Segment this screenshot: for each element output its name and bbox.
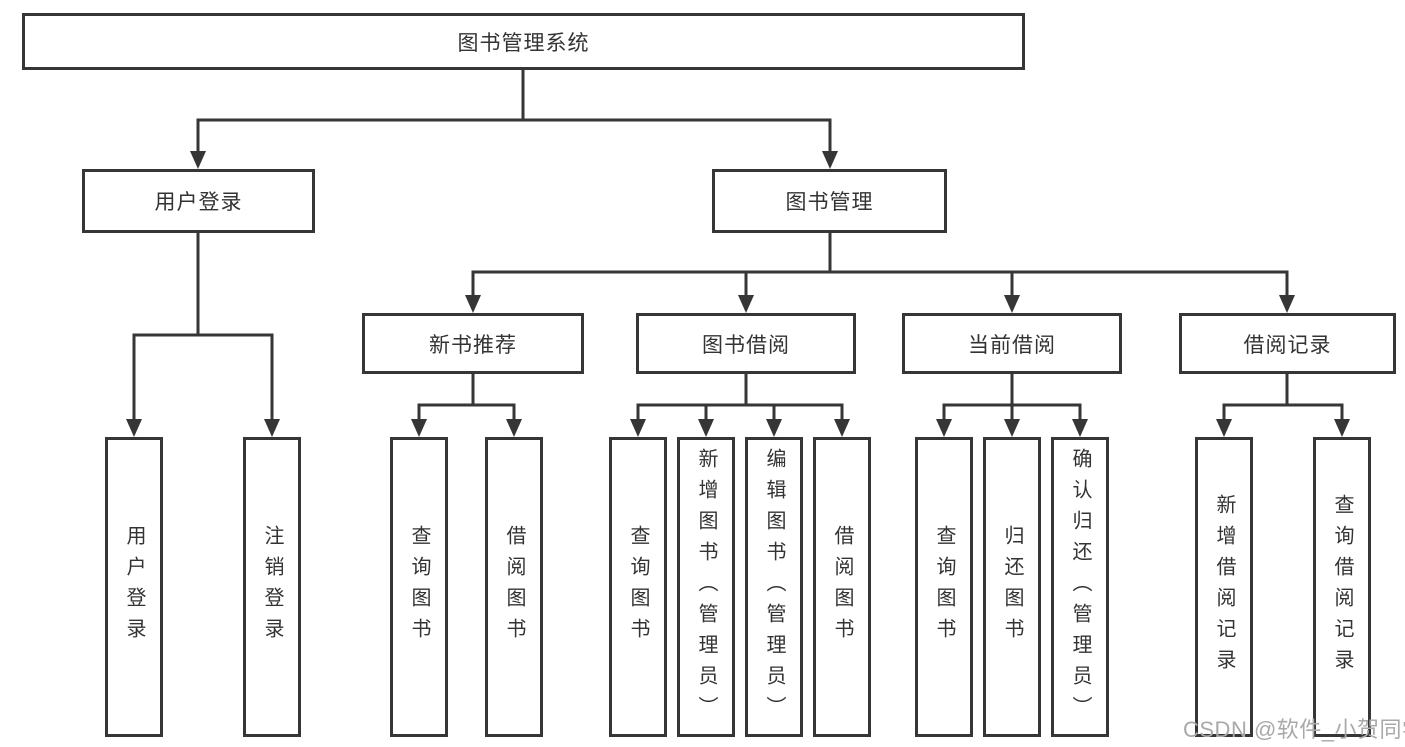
- node-borrowing-records: 借阅记录: [1179, 313, 1396, 374]
- leaf-logout: 注销登录: [243, 437, 301, 737]
- leaf-borrow-book-recommend: 借阅图书: [485, 437, 543, 737]
- leaf-query-borrow-record: 查询借阅记录: [1313, 437, 1371, 737]
- leaf-borrow-book-borrowing: 借阅图书: [813, 437, 871, 737]
- node-new-book-recommendation: 新书推荐: [362, 313, 584, 374]
- leaf-borrow-book-recommend-label: 借阅图书: [503, 525, 525, 649]
- node-root-system: 图书管理系统: [22, 13, 1025, 70]
- csdn-watermark: CSDN @软件_小贺同学: [1183, 717, 1405, 742]
- node-borrowing-records-label: 借阅记录: [1243, 333, 1332, 357]
- node-book-borrowing: 图书借阅: [636, 313, 856, 374]
- leaf-return-book: 归还图书: [983, 437, 1041, 737]
- leaf-return-book-label: 归还图书: [1001, 525, 1023, 649]
- leaf-logout-label: 注销登录: [261, 525, 283, 649]
- leaf-query-book-recommend-label: 查询图书: [408, 525, 430, 649]
- leaf-borrow-book-borrowing-label: 借阅图书: [831, 525, 853, 649]
- leaf-query-book-current-label: 查询图书: [933, 525, 955, 649]
- node-root-system-label: 图书管理系统: [457, 31, 590, 55]
- node-user-login-label: 用户登录: [154, 191, 243, 214]
- leaf-add-book-admin-label: 新增图书（管理员）: [695, 447, 717, 727]
- node-current-borrowing: 当前借阅: [902, 313, 1122, 374]
- leaf-user-login: 用户登录: [105, 437, 163, 737]
- node-user-login: 用户登录: [82, 169, 315, 233]
- node-book-management: 图书管理: [712, 169, 947, 233]
- leaf-query-book-recommend: 查询图书: [390, 437, 448, 737]
- leaf-confirm-return-admin-label: 确认归还（管理员）: [1069, 447, 1091, 727]
- leaf-add-borrow-record: 新增借阅记录: [1195, 437, 1253, 737]
- leaf-add-borrow-record-label: 新增借阅记录: [1213, 494, 1235, 680]
- leaf-query-book-current: 查询图书: [915, 437, 973, 737]
- leaf-query-book-borrowing: 查询图书: [609, 437, 667, 737]
- leaf-query-borrow-record-label: 查询借阅记录: [1331, 494, 1353, 680]
- leaf-edit-book-admin-label: 编辑图书（管理员）: [763, 447, 785, 727]
- leaf-query-book-borrowing-label: 查询图书: [627, 525, 649, 649]
- leaf-edit-book-admin: 编辑图书（管理员）: [745, 437, 803, 737]
- leaf-confirm-return-admin: 确认归还（管理员）: [1051, 437, 1109, 737]
- node-book-borrowing-label: 图书借阅: [702, 333, 790, 357]
- node-book-management-label: 图书管理: [785, 191, 874, 214]
- leaf-user-login-label: 用户登录: [123, 525, 145, 649]
- leaf-add-book-admin: 新增图书（管理员）: [677, 437, 735, 737]
- node-current-borrowing-label: 当前借阅: [968, 333, 1056, 357]
- node-new-book-recommendation-label: 新书推荐: [429, 333, 517, 357]
